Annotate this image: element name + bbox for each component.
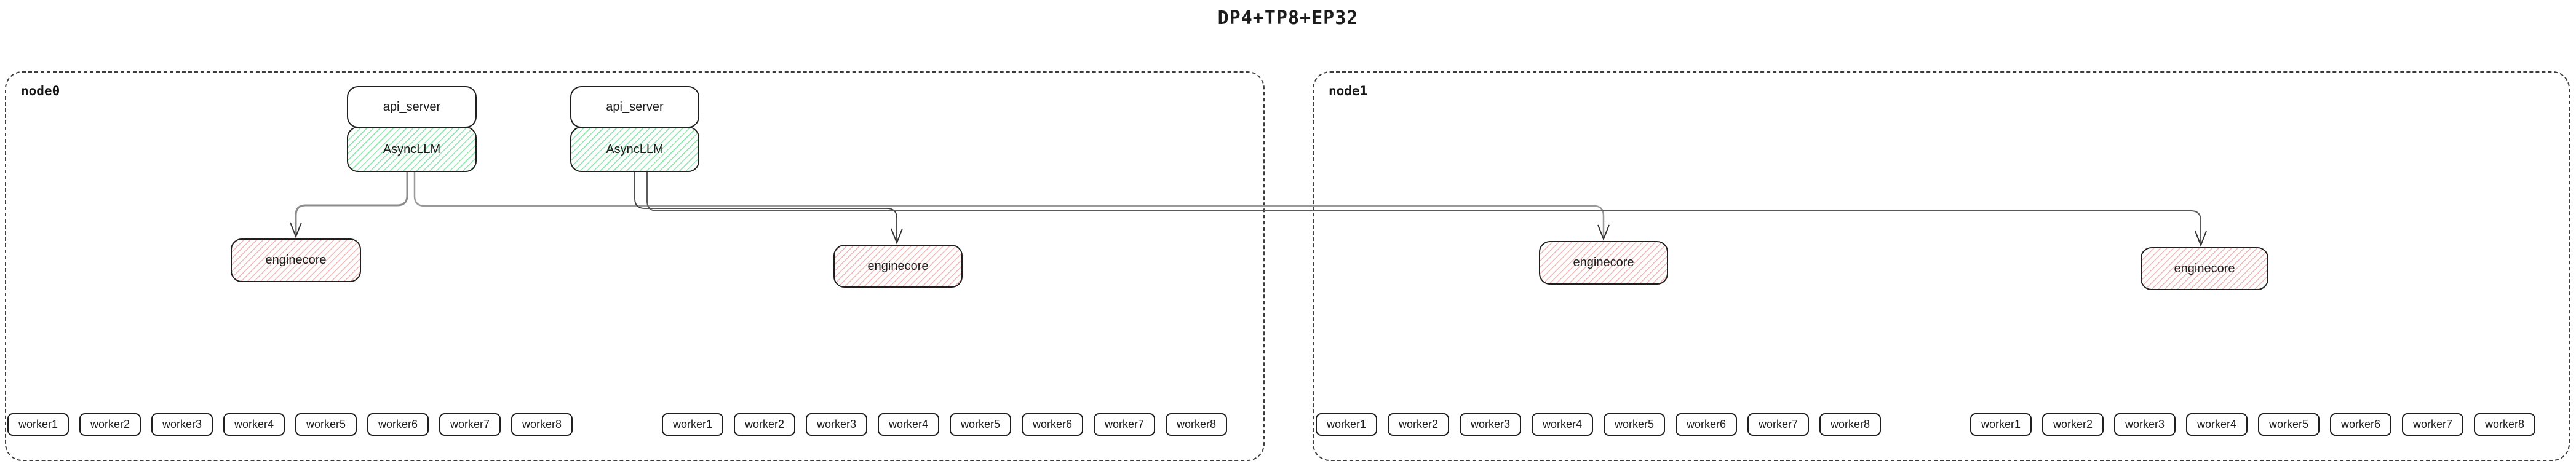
worker-box: worker3	[806, 413, 867, 436]
arrowhead-enginecore3	[1597, 224, 1610, 241]
worker-box: worker3	[1460, 413, 1521, 436]
api-server-box-2: api_server	[570, 86, 699, 128]
arrowhead-enginecore1	[290, 222, 302, 238]
node0-container: node0	[5, 71, 1265, 461]
worker-box: worker5	[950, 413, 1011, 436]
worker-box: worker6	[1676, 413, 1737, 436]
enginecore-box-2: enginecore	[833, 245, 963, 288]
worker-box: worker8	[1819, 413, 1881, 436]
worker-box: worker8	[1166, 413, 1227, 436]
diagram-title: DP4+TP8+EP32	[1217, 7, 1359, 29]
worker-box: worker4	[223, 413, 285, 436]
worker-box: worker7	[1094, 413, 1155, 436]
worker-box: worker1	[7, 413, 69, 436]
node1-container: node1	[1313, 71, 2570, 461]
edge-asyncllm1-to-enginecore3	[413, 172, 1605, 237]
worker-box: worker7	[1747, 413, 1809, 436]
worker-box: worker4	[1532, 413, 1593, 436]
worker-box: worker5	[1604, 413, 1665, 436]
api-server-box-1: api_server	[347, 86, 477, 128]
worker-box: worker8	[511, 413, 573, 436]
worker-box: worker3	[2114, 413, 2176, 436]
asyncllm-box-2: AsyncLLM	[570, 127, 699, 172]
worker-box: worker2	[79, 413, 141, 436]
node0-label: node0	[21, 84, 60, 98]
worker-box: worker7	[2402, 413, 2463, 436]
arrowhead-enginecore4	[2195, 231, 2207, 247]
worker-group-node1-a: worker1 worker2 worker3 worker4 worker5 worke…	[1316, 413, 1881, 436]
node1-label: node1	[1329, 84, 1368, 98]
worker-box: worker1	[1316, 413, 1377, 436]
worker-group-node0-a: worker1 worker2 worker3 worker4 worker5 worke…	[7, 413, 573, 436]
worker-box: worker2	[2042, 413, 2104, 436]
worker-group-node1-b: worker1 worker2 worker3 worker4 worker5 worke…	[1970, 413, 2535, 436]
worker-box: worker7	[439, 413, 501, 436]
worker-box: worker6	[1022, 413, 1083, 436]
edge-asyncllm2-to-enginecore4	[646, 172, 2201, 243]
worker-box: worker2	[1388, 413, 1449, 436]
edge-asyncllm2-to-enginecore2	[634, 172, 897, 241]
worker-box: worker4	[878, 413, 939, 436]
enginecore-box-3: enginecore	[1539, 241, 1668, 285]
worker-box: worker4	[2186, 413, 2248, 436]
enginecore-box-4: enginecore	[2141, 247, 2268, 290]
arrowhead-enginecore2	[891, 228, 903, 245]
worker-box: worker5	[295, 413, 357, 436]
worker-group-node0-b: worker1 worker2 worker3 worker4 worker5 worke…	[662, 413, 1227, 436]
edge-asyncllm1-to-enginecore1	[295, 172, 408, 235]
worker-box: worker8	[2474, 413, 2535, 436]
worker-box: worker6	[2330, 413, 2391, 436]
worker-box: worker1	[662, 413, 723, 436]
worker-box: worker5	[2258, 413, 2320, 436]
worker-box: worker3	[151, 413, 213, 436]
worker-box: worker1	[1970, 413, 2032, 436]
worker-box: worker6	[367, 413, 429, 436]
enginecore-box-1: enginecore	[231, 238, 361, 282]
worker-box: worker2	[734, 413, 795, 436]
asyncllm-box-1: AsyncLLM	[347, 127, 477, 172]
